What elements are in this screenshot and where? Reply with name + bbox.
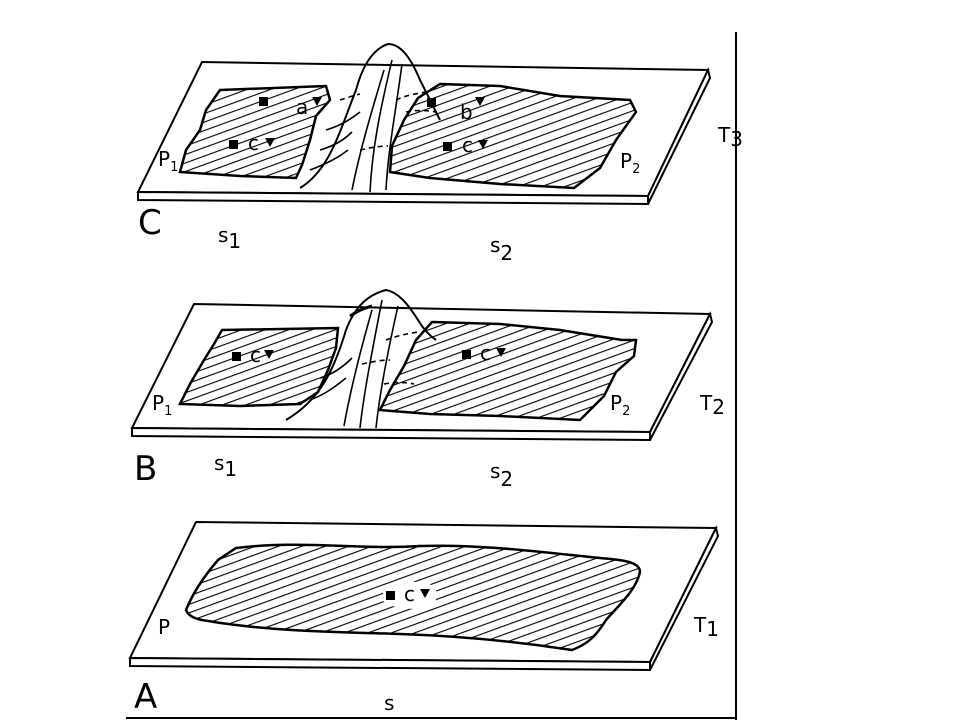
population-area-c-p1 <box>178 84 332 180</box>
population-label: P1 <box>152 391 172 419</box>
species-label: s1 <box>218 223 241 253</box>
marker-triangle <box>265 138 275 147</box>
marker-label: a <box>296 95 308 119</box>
population-label: P2 <box>610 391 630 419</box>
panel-c: a c b c P1 P2 T3 C s1 s2 <box>136 42 743 265</box>
species-label: s2 <box>490 233 513 265</box>
population-label: P1 <box>158 147 178 175</box>
marker-square <box>259 97 268 106</box>
marker-square <box>462 350 471 359</box>
marker-triangle <box>420 589 430 598</box>
marker-label: c <box>250 343 261 367</box>
time-label: T1 <box>693 613 719 641</box>
population-area-b-p1 <box>178 326 340 408</box>
population-label: P2 <box>620 149 640 177</box>
mountain-barrier-c <box>299 42 441 193</box>
panel-b: c c P1 P2 T2 B s1 s2 <box>130 288 725 491</box>
time-label: T2 <box>699 391 725 419</box>
marker-square <box>229 140 238 149</box>
marker-triangle <box>312 97 322 106</box>
population-area-c-p2 <box>388 82 638 190</box>
species-label: s <box>384 691 394 715</box>
marker-triangle <box>496 348 506 357</box>
time-label: T3 <box>717 123 743 151</box>
marker-triangle <box>475 97 485 106</box>
plate-a-side <box>649 525 720 671</box>
species-label: s1 <box>214 451 237 481</box>
clearing-a <box>382 581 437 609</box>
panel-label: A <box>134 677 157 717</box>
plate-c-side <box>647 67 712 205</box>
marker-triangle <box>264 350 274 359</box>
population-area-b-p2 <box>378 320 638 422</box>
marker-label: c <box>404 582 415 606</box>
species-label: s2 <box>490 459 513 491</box>
panel-label: B <box>134 449 157 489</box>
mountain-barrier-b <box>285 288 437 429</box>
marker-label: c <box>248 131 259 155</box>
marker-square <box>386 591 395 600</box>
panel-a: c P T1 A s <box>128 520 720 717</box>
marker-label: c <box>462 133 473 157</box>
marker-square <box>443 142 452 151</box>
marker-triangle <box>478 140 488 149</box>
marker-square <box>232 352 241 361</box>
panel-label: C <box>138 203 162 243</box>
plate-b-side <box>649 311 714 441</box>
marker-label: b <box>460 100 473 124</box>
marker-label: c <box>480 341 491 365</box>
marker-square <box>427 98 436 107</box>
population-label: P <box>158 615 170 639</box>
